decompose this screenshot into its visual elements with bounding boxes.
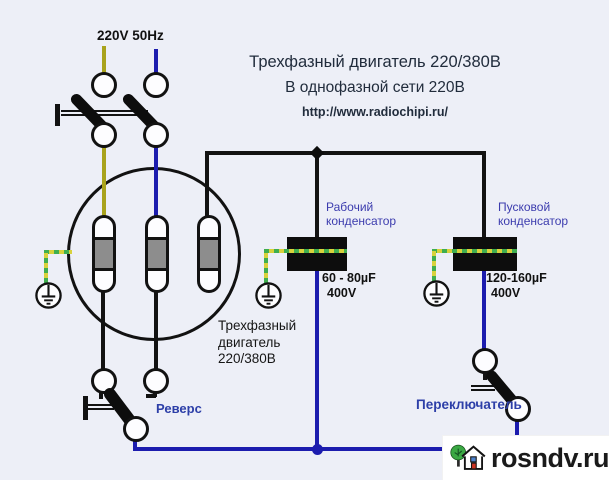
reverse-link-top: [88, 404, 114, 406]
main-switch-link-bottom: [61, 114, 148, 116]
motor-winding-3: [197, 215, 221, 293]
wire-starting-cap-down: [482, 271, 486, 350]
diagram-title-line2: В однофазной сети 220В: [285, 79, 465, 96]
wire-pe-working-cap-h: [264, 249, 347, 253]
supply-label: 220V 50Hz: [97, 28, 164, 43]
wire-working-cap-down: [315, 271, 319, 451]
winding-coil: [200, 237, 218, 271]
selector-link-top: [471, 385, 495, 387]
wire-pe-motor-h: [44, 250, 72, 254]
terminal-supply-N-top: [143, 72, 169, 98]
reverse-contact-stub-left: [99, 391, 103, 399]
reverse-link-bottom: [88, 408, 114, 410]
starting-capacitor-voltage: 400V: [491, 286, 521, 300]
motor-label-line1: Трехфазный: [218, 318, 297, 333]
working-capacitor-value: 60 - 80µF: [322, 271, 376, 285]
working-capacitor-label-line1: Рабочий: [326, 200, 374, 214]
watermark-logo-icon: [450, 444, 486, 470]
ground-symbol-starting-cap: [423, 280, 450, 307]
house-roof: [461, 445, 486, 458]
wire-reverse-down: [133, 440, 137, 449]
working-capacitor-label: Рабочий конденсатор: [326, 200, 397, 228]
starting-capacitor-label: Пусковой конденсатор: [498, 200, 569, 228]
terminal-selector-bottom: [505, 396, 531, 422]
junction-top: [309, 145, 325, 161]
motor-label-line2: двигатель: [218, 334, 281, 350]
wire-bottom-bus: [133, 447, 519, 451]
wire-bus-to-starting-cap: [482, 155, 486, 237]
working-capacitor-rating: 60 - 80µF 400V: [322, 271, 376, 301]
wire-bus-to-working-cap: [315, 155, 319, 237]
main-switch-handle-bar: [55, 104, 60, 126]
starting-capacitor-value: 120-160µF: [486, 271, 547, 285]
working-capacitor: [287, 237, 347, 271]
source-url: http://www.radiochipi.ru/: [301, 105, 449, 119]
wire-winding1-down: [101, 291, 105, 370]
wire-pe-working-cap-v: [264, 251, 268, 283]
winding-coil: [148, 237, 166, 271]
wire-pe-motor-v: [44, 252, 48, 283]
selector-link-bottom: [471, 389, 495, 391]
starting-capacitor: [453, 237, 517, 271]
motor-label: Трехфазный двигатель 220/380В: [218, 318, 296, 368]
junction-bottom: [312, 444, 323, 455]
watermark-site-text: rosndv.ru: [490, 442, 609, 473]
main-switch-link-top: [61, 110, 148, 112]
motor-winding-2: [145, 215, 169, 293]
wire-winding3-up: [205, 153, 209, 217]
reverse-label: Реверс: [156, 401, 202, 416]
working-capacitor-label-line2: конденсатор: [326, 213, 397, 228]
wire-pe-starting-cap-v: [432, 251, 436, 281]
starting-capacitor-label-line2: конденсатор: [498, 213, 569, 228]
ground-symbol-working-cap: [255, 282, 282, 309]
working-capacitor-voltage: 400V: [327, 286, 357, 300]
wire-neutral-blue-top: [154, 49, 158, 73]
watermark: rosndv.ru: [443, 436, 609, 480]
wire-selector-down: [515, 420, 519, 450]
wire-phase-yellow-top: [102, 46, 106, 73]
terminal-reverse-common: [123, 416, 149, 442]
selector-label: Переключатель: [416, 397, 522, 412]
reverse-handle-bar: [83, 396, 88, 420]
wire-neutral-blue-to-motor: [154, 146, 158, 218]
tree-trunk: [457, 456, 460, 467]
winding-coil: [95, 237, 113, 271]
wire-winding2-down: [154, 291, 158, 370]
terminal-supply-L-bottom: [91, 122, 117, 148]
wire-phase-yellow-to-motor: [102, 146, 106, 218]
house-window: [470, 456, 477, 463]
ground-symbol-motor: [35, 282, 62, 309]
wire-pe-starting-cap-h: [432, 249, 517, 253]
wire-top-bus: [205, 151, 486, 155]
starting-capacitor-label-line1: Пусковой: [498, 200, 551, 214]
motor-winding-1: [92, 215, 116, 293]
reverse-contact-stub-right-h: [146, 394, 156, 398]
starting-capacitor-rating: 120-160µF 400V: [486, 271, 547, 301]
terminal-supply-L-top: [91, 72, 117, 98]
motor-label-line3: 220/380В: [218, 351, 276, 366]
house-door: [470, 462, 477, 470]
terminal-supply-N-bottom: [143, 122, 169, 148]
diagram-title-line1: Трехфазный двигатель 220/380В: [249, 53, 501, 71]
